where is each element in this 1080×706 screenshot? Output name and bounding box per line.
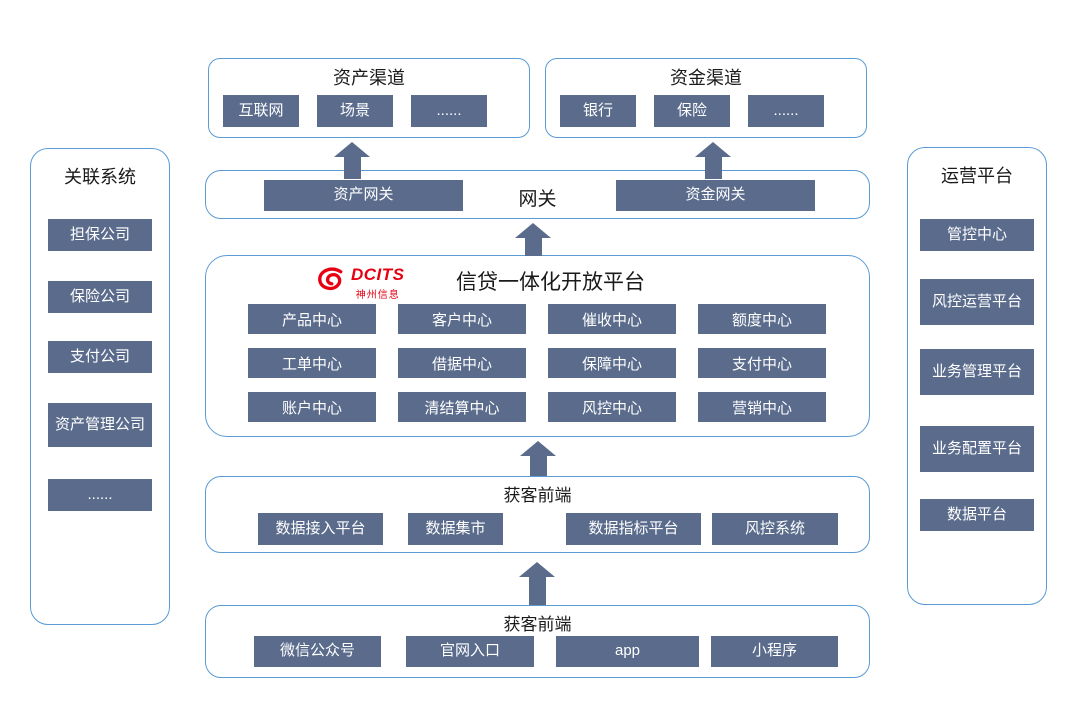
funding-channel-item: 保险 bbox=[654, 95, 730, 127]
asset-channel-item: 互联网 bbox=[223, 95, 299, 127]
up-arrow-funding-gateway bbox=[695, 142, 731, 179]
funding-channel-box: 资金渠道 银行 保险 ...... bbox=[545, 58, 867, 138]
acquisition-item: 官网入口 bbox=[406, 636, 534, 667]
data-frontend-item: 数据集市 bbox=[408, 513, 503, 545]
operations-item: 业务配置平台 bbox=[920, 426, 1034, 472]
asset-channel-title: 资产渠道 bbox=[333, 68, 405, 88]
arrow-tail bbox=[524, 238, 542, 256]
dcits-logo: DCITS 神州信息 bbox=[316, 265, 405, 301]
asset-gateway: 资产网关 bbox=[264, 180, 463, 211]
center-chip: 清结算中心 bbox=[398, 392, 526, 422]
operations-item: 风控运营平台 bbox=[920, 279, 1034, 325]
related-systems-title: 关联系统 bbox=[64, 167, 136, 187]
arrow-tail bbox=[528, 577, 546, 605]
up-arrow-data-to-platform bbox=[520, 441, 556, 476]
operations-platform-panel: 运营平台 管控中心 风控运营平台 业务管理平台 业务配置平台 数据平台 bbox=[907, 147, 1047, 605]
arrow-head-icon bbox=[520, 441, 556, 456]
arrow-head-icon bbox=[519, 562, 555, 577]
data-frontend-item: 风控系统 bbox=[712, 513, 838, 545]
up-arrow-asset-gateway bbox=[334, 142, 370, 179]
center-chip: 风控中心 bbox=[548, 392, 676, 422]
up-arrow-acquisition-to-data bbox=[519, 562, 555, 605]
asset-channel-item: ...... bbox=[411, 95, 487, 127]
dcits-company-text: 神州信息 bbox=[355, 290, 400, 301]
related-system-item: 支付公司 bbox=[48, 341, 152, 373]
funding-channel-item: 银行 bbox=[560, 95, 636, 127]
gateway-title: 网关 bbox=[518, 189, 557, 210]
center-chip: 营销中心 bbox=[698, 392, 826, 422]
data-frontend-title: 获客前端 bbox=[503, 486, 572, 505]
funding-channel-title: 资金渠道 bbox=[670, 68, 742, 88]
acquisition-item: 微信公众号 bbox=[254, 636, 381, 667]
arrow-head-icon bbox=[515, 223, 551, 238]
credit-platform-box: DCITS 神州信息 信贷一体化开放平台 产品中心 客户中心 催收中心 额度中心… bbox=[205, 255, 870, 437]
center-chip: 保障中心 bbox=[548, 348, 676, 378]
asset-channel-item: 场景 bbox=[317, 95, 393, 127]
center-chip: 工单中心 bbox=[248, 348, 376, 378]
center-chip: 客户中心 bbox=[398, 304, 526, 334]
arrow-tail bbox=[343, 157, 361, 179]
data-frontend-box: 获客前端 数据接入平台 数据集市 数据指标平台 风控系统 bbox=[205, 476, 870, 553]
center-chip: 支付中心 bbox=[698, 348, 826, 378]
data-frontend-item: 数据指标平台 bbox=[566, 513, 701, 545]
related-systems-panel: 关联系统 担保公司 保险公司 支付公司 资产管理公司 ...... bbox=[30, 148, 170, 625]
arrow-head-icon bbox=[695, 142, 731, 157]
acquisition-frontend-box: 获客前端 微信公众号 官网入口 app 小程序 bbox=[205, 605, 870, 678]
center-chip: 额度中心 bbox=[698, 304, 826, 334]
platform-title: 信贷一体化开放平台 bbox=[456, 271, 645, 294]
acquisition-item: app bbox=[556, 636, 699, 667]
operations-platform-title: 运营平台 bbox=[941, 166, 1013, 186]
dcits-swirl-icon bbox=[318, 267, 343, 291]
gateway-bar: 网关 资产网关 资金网关 bbox=[205, 170, 870, 219]
center-chip: 借据中心 bbox=[398, 348, 526, 378]
related-system-item: 保险公司 bbox=[48, 281, 152, 313]
acquisition-frontend-title: 获客前端 bbox=[503, 615, 572, 634]
arrow-tail bbox=[704, 157, 722, 179]
operations-item: 管控中心 bbox=[920, 219, 1034, 251]
related-system-item: 资产管理公司 bbox=[48, 403, 152, 447]
center-chip: 催收中心 bbox=[548, 304, 676, 334]
arrow-head-icon bbox=[334, 142, 370, 157]
arrow-tail bbox=[529, 456, 547, 476]
operations-item: 业务管理平台 bbox=[920, 349, 1034, 395]
center-chip: 产品中心 bbox=[248, 304, 376, 334]
platform-centers-grid: 产品中心 客户中心 催收中心 额度中心 工单中心 借据中心 保障中心 支付中心 … bbox=[248, 304, 826, 422]
dcits-brand-text: DCITS bbox=[351, 265, 405, 284]
up-arrow-platform-to-gateway bbox=[515, 223, 551, 256]
center-chip: 账户中心 bbox=[248, 392, 376, 422]
data-frontend-item: 数据接入平台 bbox=[258, 513, 383, 545]
funding-gateway: 资金网关 bbox=[616, 180, 815, 211]
operations-item: 数据平台 bbox=[920, 499, 1034, 531]
funding-channel-item: ...... bbox=[748, 95, 824, 127]
related-system-item: 担保公司 bbox=[48, 219, 152, 251]
related-system-item: ...... bbox=[48, 479, 152, 511]
acquisition-item: 小程序 bbox=[711, 636, 838, 667]
asset-channel-box: 资产渠道 互联网 场景 ...... bbox=[208, 58, 530, 138]
